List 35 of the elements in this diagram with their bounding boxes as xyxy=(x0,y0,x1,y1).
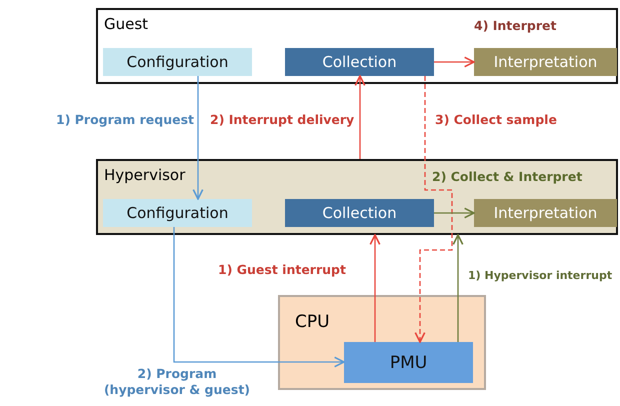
box-label: Configuration xyxy=(126,204,230,222)
box-label: PMU xyxy=(388,353,428,373)
arrow xyxy=(434,56,475,68)
hypervisor-panel xyxy=(96,159,618,235)
process-box xyxy=(103,48,252,76)
edge-label: 1) Guest interrupt xyxy=(216,262,348,278)
process-box xyxy=(285,199,434,227)
edge-label: 3) Collect sample xyxy=(433,112,559,128)
step-label: 2) Collect & Interpret xyxy=(432,169,582,184)
edge-label: 2) Interrupt delivery xyxy=(208,112,356,128)
guest-panel xyxy=(96,8,618,84)
process-box xyxy=(285,48,434,76)
edge-label: 1) Hypervisor interrupt xyxy=(466,268,614,284)
arrow xyxy=(173,227,345,368)
edge-label: 1) Program request xyxy=(54,112,196,128)
box-label: Interpretation xyxy=(492,204,598,222)
panel-title: Hypervisor xyxy=(104,166,186,184)
arrow xyxy=(434,208,475,218)
pmu-box xyxy=(344,342,473,383)
arrow xyxy=(452,234,464,342)
box-label: Interpretation xyxy=(492,53,598,71)
process-box xyxy=(103,199,252,227)
dashed-arrow xyxy=(414,76,453,343)
arrow xyxy=(192,76,204,200)
panel-title: CPU xyxy=(295,312,330,332)
step-label: 4) Interpret xyxy=(474,18,556,33)
process-box xyxy=(474,48,617,76)
box-label: Collection xyxy=(321,204,398,222)
arrow xyxy=(354,75,366,159)
box-label: Collection xyxy=(321,53,398,71)
cpu-box xyxy=(278,295,486,390)
panel-title: Guest xyxy=(104,15,148,33)
process-box xyxy=(474,199,617,227)
box-label: Configuration xyxy=(126,53,230,71)
arrow xyxy=(370,234,380,342)
